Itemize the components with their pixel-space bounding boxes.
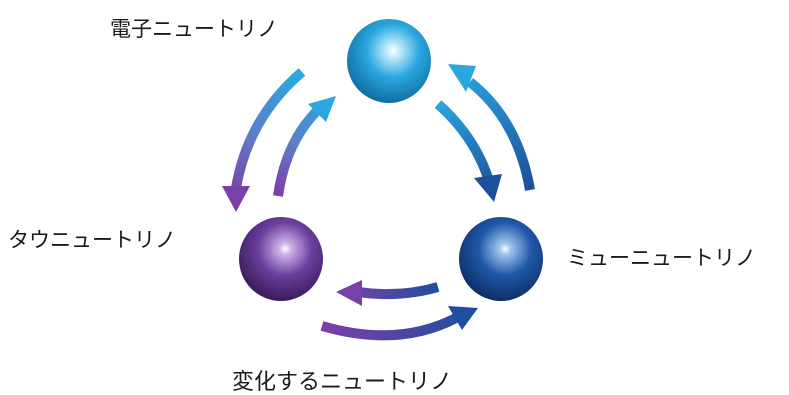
arrow-electron-to-tau bbox=[222, 68, 306, 212]
arrow-electron-to-muon bbox=[434, 100, 502, 202]
arrow-muon-to-tau bbox=[336, 280, 440, 306]
arrow-tau-to-muon bbox=[320, 306, 478, 341]
tau-neutrino-label: タウニュートリノ bbox=[8, 228, 176, 252]
muon-neutrino-label: ミューニュートリノ bbox=[567, 246, 756, 270]
electron-neutrino-node bbox=[347, 19, 431, 103]
arrow-muon-to-electron bbox=[448, 64, 535, 191]
electron-neutrino-label: 電子ニュートリノ bbox=[110, 17, 278, 41]
diagram-caption: 変化するニュートリノ bbox=[232, 370, 452, 395]
tau-neutrino-node bbox=[239, 217, 323, 301]
arrow-tau-to-electron bbox=[273, 96, 336, 197]
muon-neutrino-node bbox=[459, 217, 543, 301]
